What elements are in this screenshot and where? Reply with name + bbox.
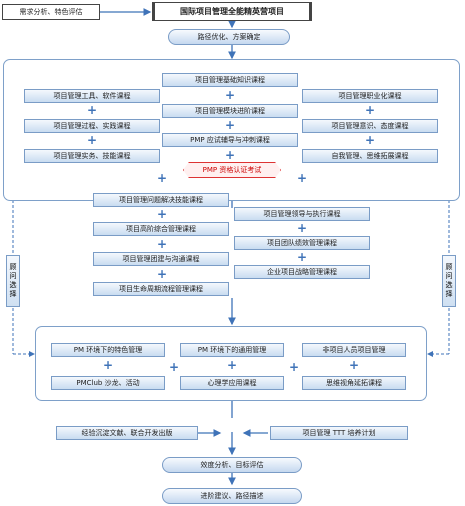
plus-icon: +: [296, 221, 308, 235]
course-team-performance: 项目团队绩效管理课程: [234, 236, 370, 250]
pmclub-salon-activities: PMClub 沙龙、活动: [51, 376, 165, 390]
plus-icon: +: [156, 267, 168, 281]
plus-icon: +: [364, 103, 376, 117]
pm-ttt-training-plan: 项目管理 TTT 培养计划: [270, 426, 408, 440]
course-advanced-integration: 项目高阶综合管理课程: [93, 222, 229, 236]
plus-icon: +: [86, 133, 98, 147]
plus-icon: +: [156, 237, 168, 251]
course-lifecycle-process: 项目生命周期流程管理课程: [93, 282, 229, 296]
course-pm-process-practice: 项目管理过程、实践课程: [24, 119, 160, 133]
plus-icon: +: [288, 360, 300, 374]
consultant-select-left: 顾问选择: [6, 255, 20, 307]
advancement-advice-step: 进阶建议、路径描述: [162, 488, 302, 504]
needs-analysis-label: 需求分析、特色评估: [2, 4, 100, 20]
pmp-certification-exam: PMP 资格认证考试: [183, 162, 281, 178]
plus-icon: +: [224, 118, 236, 132]
course-pm-attitude: 项目管理意识、态度课程: [302, 119, 438, 133]
plus-icon: +: [226, 358, 238, 372]
course-pm-special-management: PM 环境下的特色管理: [51, 343, 165, 357]
plus-icon: +: [296, 171, 308, 185]
plus-icon: +: [348, 358, 360, 372]
course-pm-skills: 项目管理实务、技能课程: [24, 149, 160, 163]
course-pm-general-management: PM 环境下的通用管理: [180, 343, 284, 357]
course-pm-fundamentals: 项目管理基础知识课程: [162, 73, 298, 87]
course-problem-solving: 项目管理问题解决技能课程: [93, 193, 229, 207]
plus-icon: +: [86, 103, 98, 117]
course-pm-tools-software: 项目管理工具、软件课程: [24, 89, 160, 103]
course-pm-module-advanced: 项目管理模块进阶课程: [162, 104, 298, 118]
path-optimization-step: 路径优化、方案确定: [168, 29, 290, 45]
plus-icon: +: [156, 171, 168, 185]
plus-icon: +: [168, 360, 180, 374]
plus-icon: +: [224, 88, 236, 102]
effectiveness-evaluation-step: 效度分析、目标评估: [162, 457, 302, 473]
plus-icon: +: [102, 358, 114, 372]
course-psychology: 心理学应用课程: [180, 376, 284, 390]
project-title: 国际项目管理全能精英营项目: [152, 2, 312, 21]
course-pmp-exam-prep: PMP 应试辅导与冲刺课程: [162, 133, 298, 147]
consultant-select-right: 顾问选择: [442, 255, 456, 307]
plus-icon: +: [364, 133, 376, 147]
plus-icon: +: [156, 207, 168, 221]
course-leadership-execution: 项目管理领导与执行课程: [234, 207, 370, 221]
course-thinking-perspective: 思维视角延拓课程: [302, 376, 406, 390]
course-team-communication: 项目管理团建与沟通课程: [93, 252, 229, 266]
plus-icon: +: [296, 250, 308, 264]
plus-icon: +: [224, 148, 236, 162]
course-non-pm-staff: 非项目人员项目管理: [302, 343, 406, 357]
experience-publication: 经验沉淀文献、联合开发出版: [56, 426, 198, 440]
course-enterprise-strategy: 企业项目战略管理课程: [234, 265, 370, 279]
course-self-management: 自我管理、思维拓展课程: [302, 149, 438, 163]
course-pm-professionalism: 项目管理职业化课程: [302, 89, 438, 103]
